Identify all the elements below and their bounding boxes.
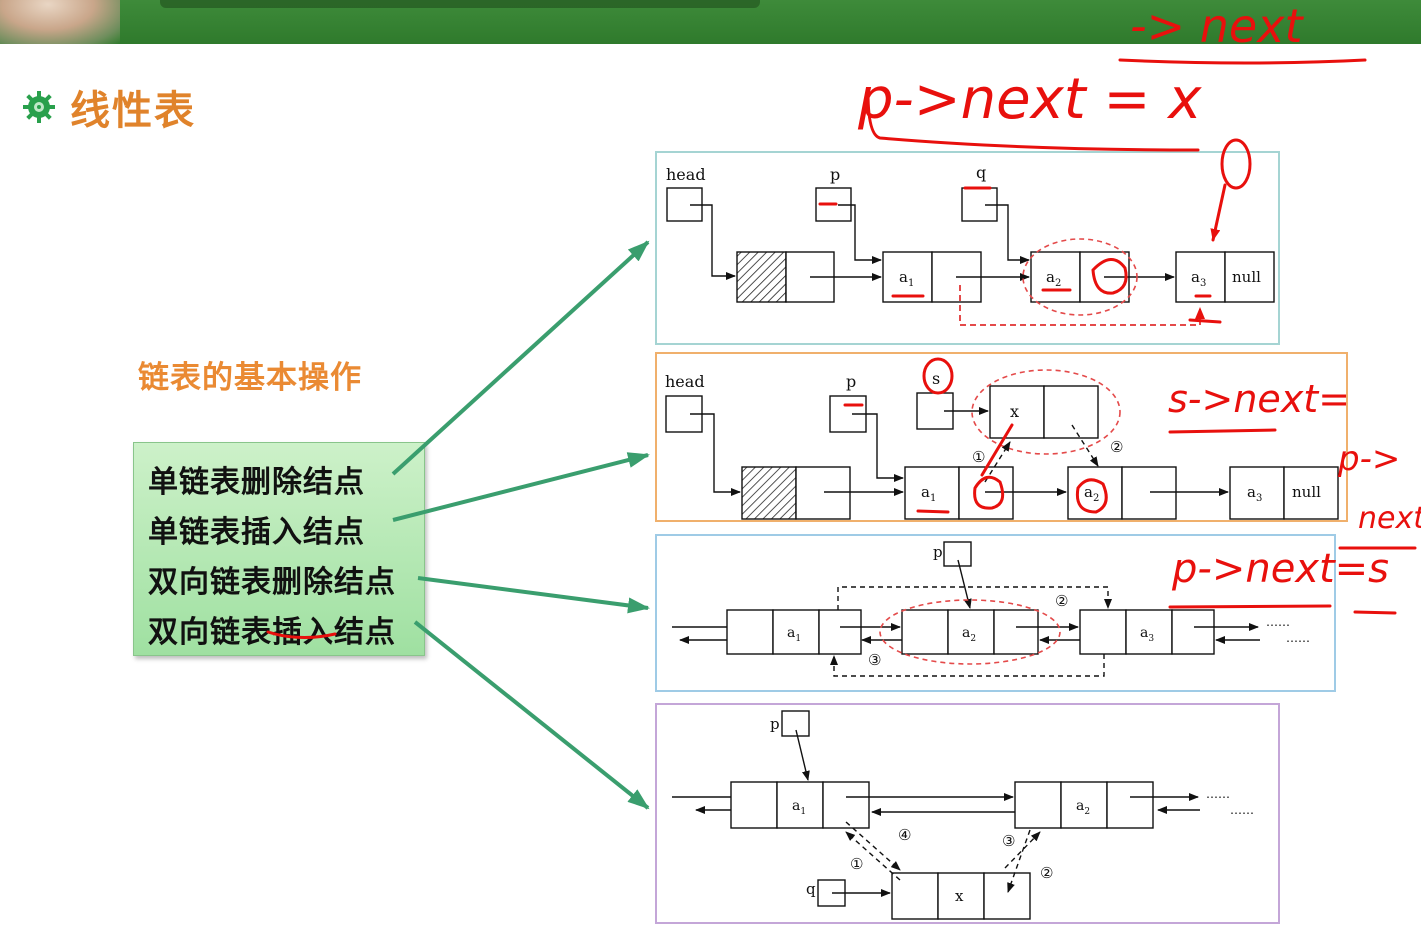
- svg-text:②: ②: [1040, 864, 1053, 882]
- annotation-next: next: [1358, 501, 1421, 536]
- annotation-s-next: s->next=: [1168, 377, 1350, 421]
- diagram-double-insert: p a1 a2 …… …… x q ④ ① ③ ②: [672, 710, 1254, 920]
- svg-text:x: x: [1010, 402, 1019, 421]
- arrow-to-panel-3: [417, 576, 650, 614]
- svg-text:x: x: [955, 887, 964, 905]
- label-head: head: [666, 165, 706, 184]
- menu-item-single-delete[interactable]: 单链表删除结点: [148, 465, 365, 500]
- section-title-text: 线性表: [70, 88, 196, 134]
- svg-text:head: head: [665, 372, 705, 391]
- svg-text:②: ②: [1110, 438, 1123, 456]
- arrow-to-panel-1: [391, 240, 650, 476]
- svg-text:a1: a1: [792, 798, 806, 817]
- diagram-single-delete: head p a1 q a2 a3 null: [666, 163, 1275, 326]
- header-title-fragment: [160, 0, 760, 8]
- menu-item-double-delete[interactable]: 双向链表删除结点: [148, 565, 396, 600]
- svg-text:①: ①: [850, 855, 863, 873]
- handwritten-strokes: [266, 58, 1417, 640]
- svg-text:p: p: [770, 715, 780, 733]
- svg-text:a2: a2: [1084, 483, 1099, 504]
- svg-text:a2: a2: [1046, 268, 1061, 289]
- svg-text:a2: a2: [962, 625, 976, 644]
- svg-text:③: ③: [868, 651, 881, 669]
- operations-menu: 单链表删除结点 单链表插入结点 双向链表删除结点 双向链表插入结点: [133, 442, 425, 656]
- node-a2: [1030, 251, 1081, 303]
- annotation-top: -> next: [1130, 0, 1304, 53]
- arrow-to-panel-2: [392, 452, 650, 522]
- svg-text:……: ……: [1206, 787, 1230, 801]
- label-q: q: [976, 163, 986, 182]
- svg-text:③: ③: [1002, 832, 1015, 850]
- svg-text:②: ②: [1055, 592, 1068, 610]
- header-node-hatched: [736, 251, 787, 303]
- handwritten-annotations: -> next p->next = x s->next= p-> next p-…: [857, 0, 1421, 592]
- annotation-p-arrow: p->: [1337, 439, 1400, 479]
- svg-text:a1: a1: [787, 625, 801, 644]
- svg-text:④: ④: [898, 826, 911, 844]
- gear-bullet-icon: [23, 91, 55, 123]
- section-title: 线性表: [22, 78, 196, 136]
- annotation-p-next-x: p->next = x: [857, 67, 1202, 132]
- node-a1: [882, 251, 933, 303]
- diagram-double-delete: p a1 a2 a3 …… …… ② ③: [672, 541, 1310, 677]
- subtitle: 链表的基本操作: [138, 360, 362, 396]
- svg-text:q: q: [806, 880, 816, 898]
- header-bar: [0, 0, 1421, 44]
- svg-text:null: null: [1292, 483, 1321, 501]
- svg-text:null: null: [1232, 268, 1261, 286]
- annotation-p-next-s: p->next=s: [1171, 546, 1389, 592]
- label-p: p: [830, 165, 840, 184]
- svg-text:a2: a2: [1076, 798, 1090, 817]
- svg-text:……: ……: [1266, 615, 1290, 629]
- svg-text:……: ……: [1286, 631, 1310, 645]
- node-x-inserted: [891, 872, 939, 920]
- svg-text:……: ……: [1230, 803, 1254, 817]
- svg-text:a3: a3: [1140, 625, 1154, 644]
- diagram-single-insert: head p a1 s x ① ② a2 a3 null: [665, 369, 1339, 520]
- panel-single-delete: [655, 151, 1280, 345]
- green-arrows: [391, 240, 650, 810]
- svg-text:a1: a1: [921, 483, 936, 504]
- svg-text:①: ①: [972, 448, 985, 466]
- svg-text:p: p: [933, 543, 943, 561]
- svg-text:a1: a1: [899, 268, 914, 289]
- svg-text:p: p: [846, 372, 856, 391]
- presenter-portrait: [0, 0, 120, 44]
- menu-item-single-insert[interactable]: 单链表插入结点: [148, 515, 365, 550]
- svg-text:a3: a3: [1191, 268, 1206, 289]
- svg-text:a3: a3: [1247, 483, 1262, 504]
- svg-text:s: s: [932, 369, 940, 388]
- arrow-to-panel-4: [413, 620, 650, 810]
- node-x-new: [989, 385, 1045, 439]
